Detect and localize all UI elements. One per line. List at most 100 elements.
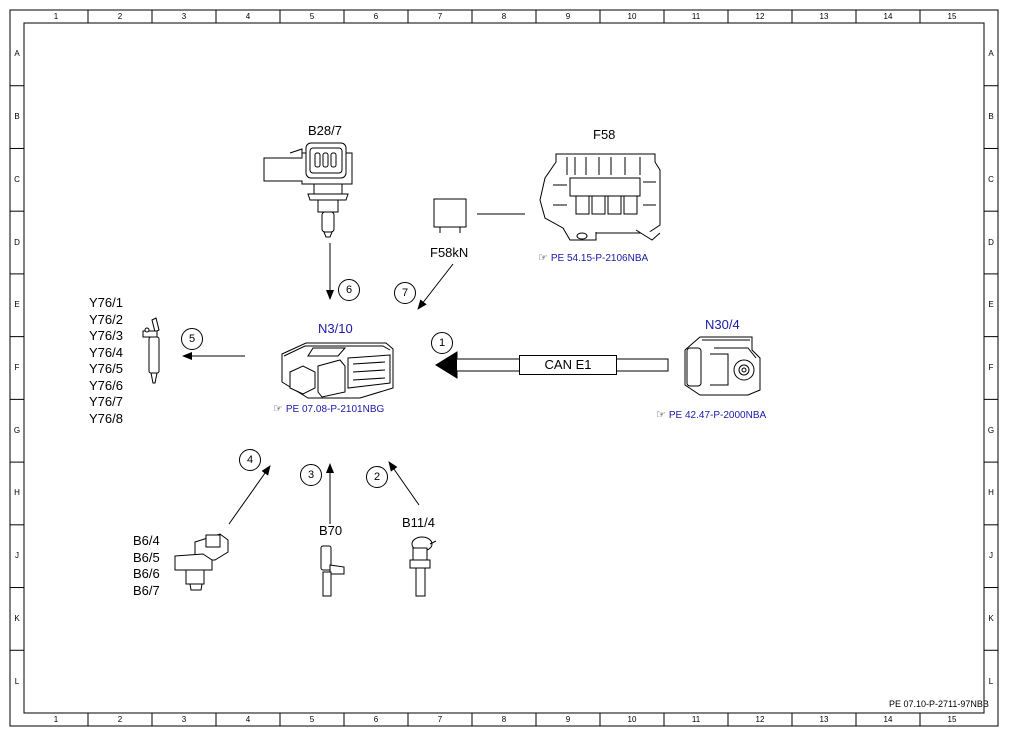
can-e1-label: CAN E1 [519, 355, 617, 375]
n3-10-control-unit-drawing [281, 342, 394, 399]
label-y76-item: Y76/4 [89, 344, 123, 360]
ref-f58-text: PE 54.15-P-2106NBA [550, 253, 649, 264]
grid-row-label: D [988, 237, 994, 247]
label-y76-item: Y76/1 [89, 295, 123, 310]
f58-fuse-box-drawing [539, 153, 661, 241]
grid-row-label: K [14, 613, 20, 623]
grid-column-label: 6 [373, 12, 379, 21]
grid-column-label: 8 [501, 12, 507, 21]
grid-row-label: K [988, 613, 994, 623]
label-y76-item: Y76/2 [89, 311, 123, 327]
ref-f58[interactable]: ☞PE 54.15-P-2106NBA [538, 252, 648, 265]
grid-row-label: D [14, 237, 20, 247]
arrow-7 [417, 263, 454, 310]
label-b6-item: B6/5 [133, 549, 160, 565]
signal-circle-2: 2 [366, 466, 388, 488]
outer-frame [9, 9, 999, 727]
b70-sensor-drawing [320, 545, 345, 597]
grid-column-label: 4 [245, 12, 251, 21]
signal-circle-1: 1 [431, 332, 453, 354]
grid-column-label: 9 [565, 715, 571, 724]
grid-column-label: 15 [947, 12, 957, 21]
label-f58: F58 [593, 127, 616, 142]
b11-4-sensor-drawing [409, 536, 437, 597]
grid-row-label: H [14, 488, 20, 498]
label-b11-4: B11/4 [402, 515, 436, 530]
label-b6-item: B6/6 [133, 566, 160, 581]
ref-n3-10-text: PE 07.08-P-2101NBG [285, 404, 385, 415]
grid-column-label: 13 [819, 715, 829, 724]
grid-column-label: 12 [755, 715, 765, 724]
y76-injector-drawing [142, 317, 160, 384]
label-y76-item: Y76/6 [89, 377, 123, 393]
grid-column-label: 14 [883, 12, 893, 21]
grid-column-label: 10 [627, 715, 637, 724]
f58kn-relay-drawing [433, 198, 525, 233]
ref-n30-4-text: PE 42.47-P-2000NBA [668, 410, 767, 421]
ref-n30-4[interactable]: ☞PE 42.47-P-2000NBA [656, 409, 766, 422]
document-id: PE 07.10-P-2711-97NBB [889, 699, 989, 709]
label-n3-10: N3/10 [318, 321, 353, 336]
grid-column-label: 12 [755, 12, 765, 21]
signal-circle-4: 4 [239, 449, 261, 471]
grid-column-label: 14 [883, 715, 893, 724]
grid-row-label: C [988, 174, 994, 184]
signal-circle-7: 7 [394, 282, 416, 304]
grid-column-label: 15 [947, 715, 957, 724]
b6-sensor-drawing [174, 533, 229, 591]
grid-column-label: 6 [373, 715, 379, 724]
grid-row-label: F [14, 363, 20, 372]
grid-row-label: J [989, 551, 993, 561]
label-n30-4: N30/4 [705, 317, 740, 332]
grid-row-label: A [988, 49, 994, 59]
pointing-hand-icon: ☞ [273, 403, 283, 415]
grid-row-label: G [987, 425, 995, 435]
grid-column-label: 10 [627, 12, 637, 21]
grid-column-label: 2 [117, 12, 123, 21]
arrow-4 [228, 465, 271, 525]
grid-column-label: 11 [691, 12, 701, 21]
grid-row-label: A [14, 49, 20, 59]
grid-row-label: H [988, 488, 994, 498]
label-b6-item: B6/7 [133, 582, 160, 598]
label-y76-item: Y76/5 [89, 361, 123, 376]
grid-row-label: J [15, 551, 19, 561]
grid-column-label: 8 [501, 715, 507, 724]
grid-column-label: 5 [309, 12, 315, 21]
grid-column-label: 1 [53, 715, 59, 724]
grid-column-label: 9 [565, 12, 571, 21]
grid-row-label: E [14, 300, 20, 310]
grid-row-label: L [14, 676, 20, 686]
grid-column-label: 11 [691, 715, 701, 724]
label-b70: B70 [319, 523, 343, 538]
grid-row-label: L [988, 676, 994, 686]
n30-4-control-unit-drawing [684, 336, 761, 396]
pointing-hand-icon: ☞ [538, 252, 548, 264]
label-y76-item: Y76/7 [89, 394, 123, 409]
label-b6-list: B6/4 B6/5 B6/6 B6/7 [133, 533, 160, 599]
grid-row-label: G [13, 425, 21, 435]
grid-column-label: 13 [819, 12, 829, 21]
ref-n3-10[interactable]: ☞PE 07.08-P-2101NBG [273, 403, 384, 416]
label-y76-item: Y76/3 [89, 328, 123, 343]
grid-column-label: 2 [117, 715, 123, 724]
label-b28-7: B28/7 [308, 123, 342, 138]
label-y76-item: Y76/8 [89, 410, 123, 426]
grid-column-label: 1 [53, 12, 59, 21]
grid-row-label: E [988, 300, 994, 310]
inner-frame [23, 22, 985, 714]
signal-circle-6: 6 [338, 279, 360, 301]
grid-column-label: 7 [437, 12, 443, 21]
grid-column-label: 3 [181, 715, 187, 724]
grid-column-label: 7 [437, 715, 443, 724]
grid-row-label: F [988, 363, 994, 372]
b28-7-sensor-drawing [263, 142, 353, 238]
label-b6-item: B6/4 [133, 533, 160, 548]
signal-circle-5: 5 [181, 328, 203, 350]
grid-row-label: B [988, 112, 994, 122]
grid-column-label: 3 [181, 12, 187, 21]
pointing-hand-icon: ☞ [656, 409, 666, 421]
label-y76-list: Y76/1 Y76/2 Y76/3 Y76/4 Y76/5 Y76/6 Y76/… [89, 295, 123, 427]
